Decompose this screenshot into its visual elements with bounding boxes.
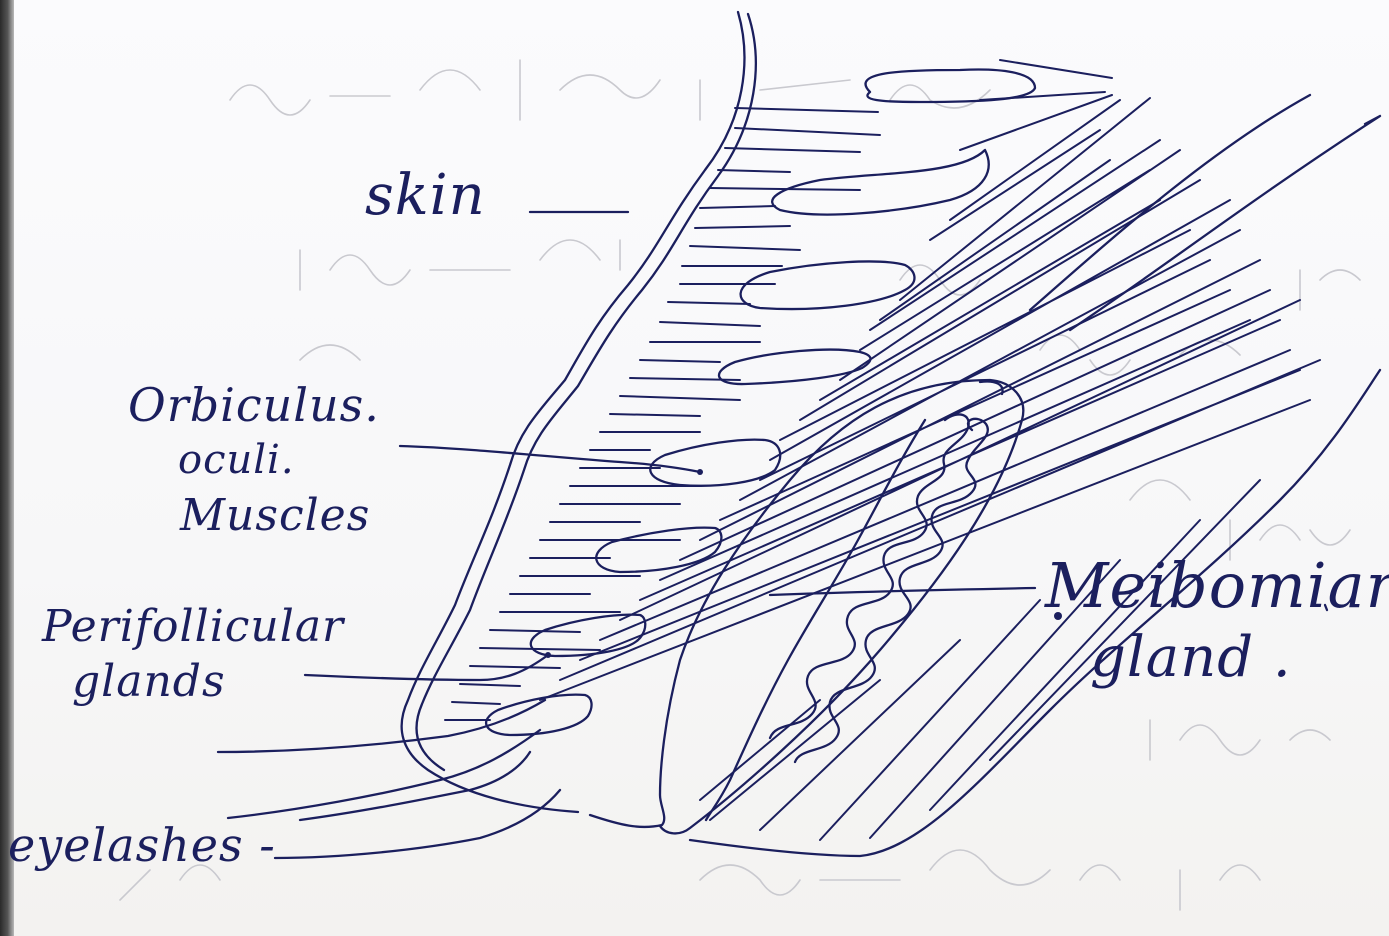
orbicularis-pointer-dot [697,469,703,475]
label-orbicularis-line1: Orbiculus. [128,382,380,428]
label-perifollicular-line2: glands [72,660,226,704]
label-meibomian-line2: gland . [1090,630,1292,686]
skin-outline [402,12,756,812]
label-orbicularis-line3: Muscles [180,494,370,538]
label-skin: skin [365,168,486,224]
label-meibomian-line1: Meibomian [1045,555,1389,617]
label-orbicularis-line2: oculi. [178,440,295,480]
perifollicular-pointer-dot [545,652,551,658]
label-eyelashes: eyelashes - [8,822,276,868]
label-perifollicular-line1: Perifollicular [42,605,344,649]
orbicularis-fibres [445,108,880,720]
muscle-bundles [486,70,1035,735]
